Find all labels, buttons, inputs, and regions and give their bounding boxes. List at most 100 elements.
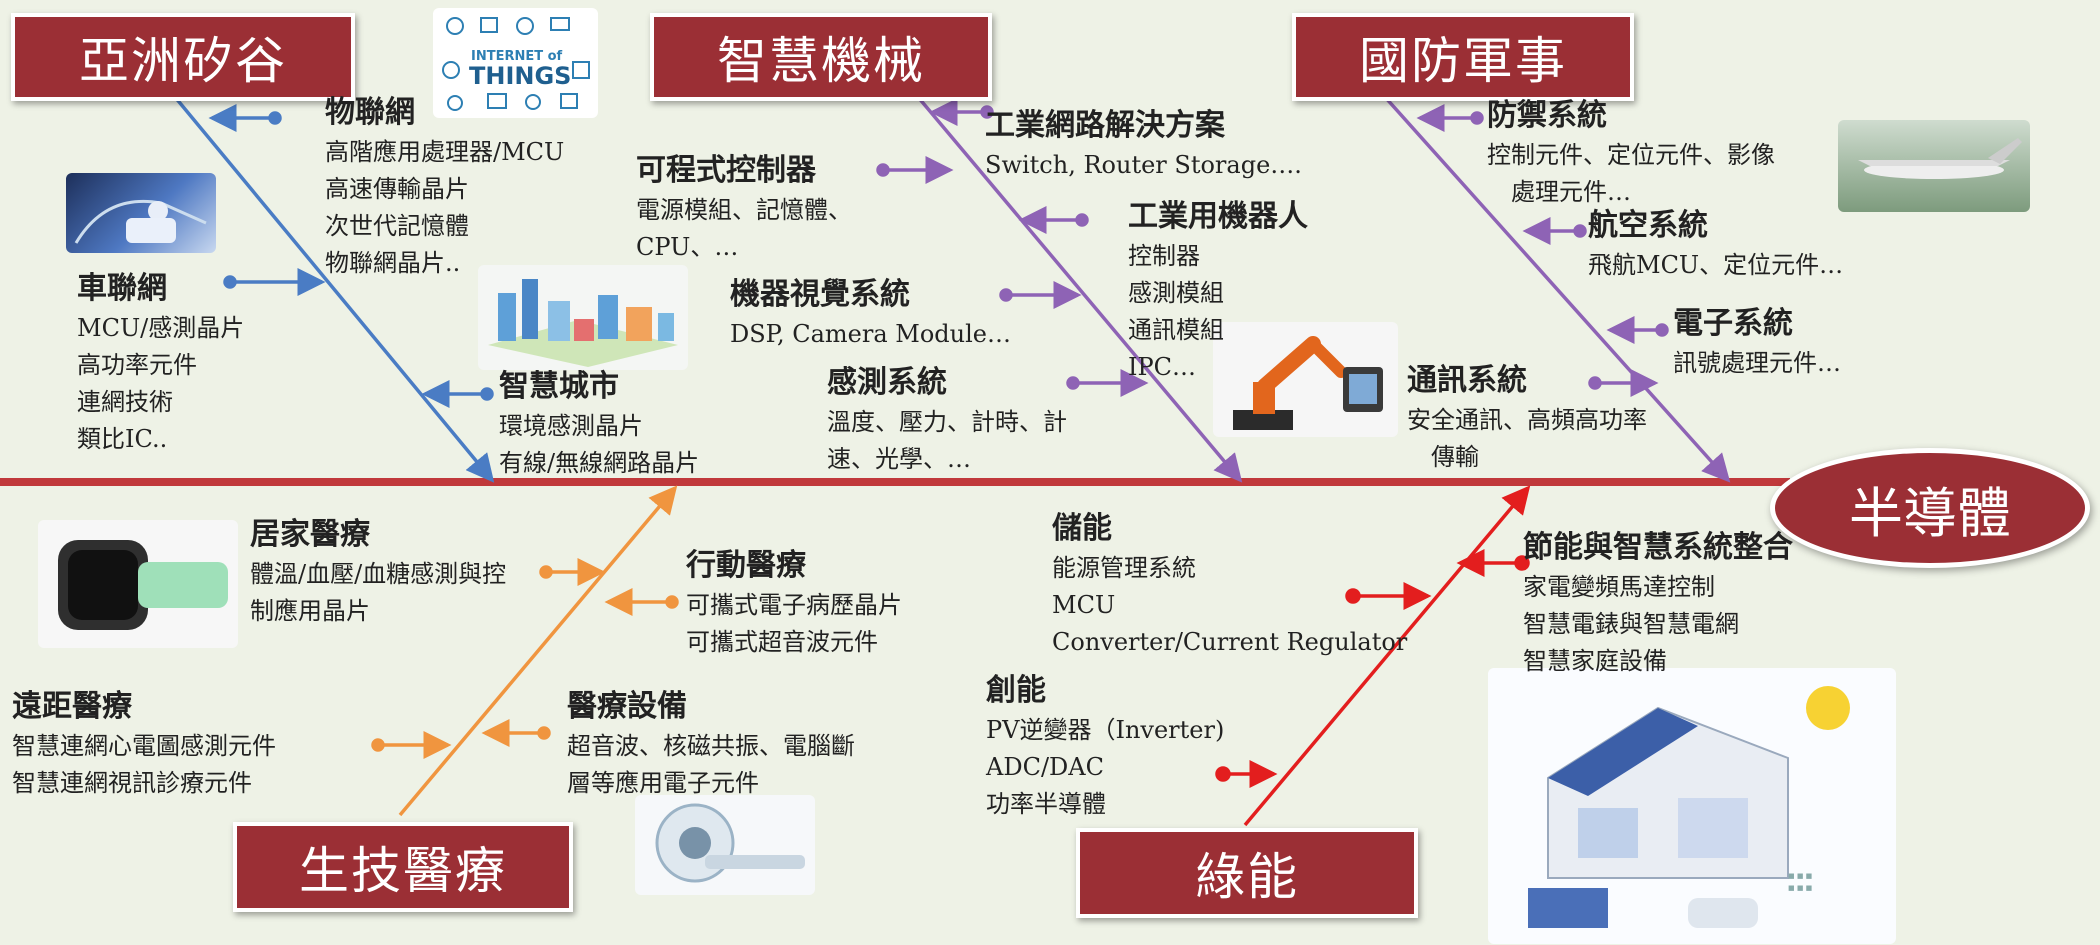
head-semiconductor: 半導體 [1770, 448, 2090, 568]
group-aviation: 航空系統 飛航MCU、定位元件… [1588, 205, 1843, 284]
line-sensing-2: 速、光學、… [827, 445, 971, 473]
title-iov: 車聯網 [77, 271, 167, 306]
group-defense-system: 防禦系統 控制元件、定位元件、影像 處理元件… [1487, 95, 1775, 211]
group-generation: 創能 PV逆變器（Inverter) ADC/DAC 功率半導體 [986, 670, 1224, 823]
category-biomedical: 生技醫療 [233, 822, 573, 912]
line-robot-4: IPC… [1128, 353, 1196, 381]
car-interior-image [66, 173, 216, 253]
mri-scanner-image [635, 795, 815, 895]
group-industrial-network: 工業網路解決方案 Switch, Router Storage…. [985, 105, 1302, 184]
line-iot-4: 物聯網晶片.. [325, 249, 461, 277]
title-smart-city: 智慧城市 [499, 369, 619, 404]
group-home-care: 居家醫療 體溫/血壓/血糖感測與控 制應用晶片 [250, 514, 506, 630]
line-saving-2: 智慧電錶與智慧電網 [1523, 610, 1739, 638]
title-defense-system: 防禦系統 [1487, 98, 1607, 133]
line-iov-1: MCU/感測晶片 [77, 314, 245, 342]
line-telemedicine-1: 智慧連網心電圖感測元件 [12, 732, 276, 760]
line-generation-1: PV逆變器（Inverter) [986, 716, 1225, 744]
title-home-care: 居家醫療 [250, 517, 370, 552]
line-smart-city-2: 有線/無線網路晶片 [499, 449, 700, 477]
title-generation: 創能 [986, 673, 1046, 708]
line-comms-1: 安全通訊、高頻高功率 [1407, 406, 1647, 434]
drone-image [1838, 120, 2030, 212]
iot-logo-image: INTERNET of THINGS [433, 8, 598, 118]
group-saving: 節能與智慧系統整合 家電變頻馬達控制 智慧電錶與智慧電網 智慧家庭設備 [1523, 527, 1793, 680]
title-medical-equipment: 醫療設備 [567, 689, 687, 724]
line-home-care-1: 體溫/血壓/血糖感測與控 [250, 560, 507, 588]
bone-green [1243, 485, 1531, 827]
line-iov-4: 類比IC.. [77, 425, 168, 453]
line-aviation-1: 飛航MCU、定位元件… [1588, 251, 1844, 279]
line-medical-equipment-2: 層等應用電子元件 [567, 769, 759, 797]
category-green-energy: 綠能 [1076, 828, 1418, 918]
line-robot-1: 控制器 [1128, 242, 1200, 270]
title-industrial-robot: 工業用機器人 [1128, 199, 1308, 234]
line-storage-2: MCU [1052, 591, 1116, 619]
line-mobile-care-2: 可攜式超音波元件 [686, 628, 878, 656]
group-iot: 物聯網 高階應用處理器/MCU 高速傳輸晶片 次世代記憶體 物聯網晶片.. [325, 92, 564, 282]
group-machine-vision: 機器視覺系統 DSP, Camera Module… [730, 274, 1011, 353]
group-iov: 車聯網 MCU/感測晶片 高功率元件 連網技術 類比IC.. [77, 268, 244, 458]
title-comms: 通訊系統 [1407, 363, 1527, 398]
title-electronic: 電子系統 [1673, 306, 1793, 341]
category-smart-machinery: 智慧機械 [650, 13, 992, 101]
line-plc-1: 電源模組、記憶體、 [636, 196, 852, 224]
line-saving-3: 智慧家庭設備 [1523, 647, 1667, 675]
line-generation-3: 功率半導體 [986, 790, 1106, 818]
group-comms: 通訊系統 安全通訊、高頻高功率 傳輸 [1407, 360, 1647, 476]
line-medical-equipment-1: 超音波、核磁共振、電腦斷 [567, 732, 855, 760]
line-smart-city-1: 環境感測晶片 [499, 412, 643, 440]
title-aviation: 航空系統 [1588, 208, 1708, 243]
smart-house-image: ■ ■ ■ ■ ■ ■ [1488, 668, 1896, 944]
title-sensing: 感測系統 [827, 365, 947, 400]
title-machine-vision: 機器視覺系統 [730, 277, 910, 312]
line-generation-2: ADC/DAC [986, 753, 1104, 781]
line-iot-2: 高速傳輸晶片 [325, 175, 469, 203]
category-asia-silicon-valley: 亞洲矽谷 [11, 13, 355, 101]
line-electronic-1: 訊號處理元件… [1673, 349, 1841, 377]
line-iot-3: 次世代記憶體 [325, 212, 469, 240]
line-comms-2: 傳輸 [1407, 443, 1479, 471]
group-mobile-care: 行動醫療 可攜式電子病歷晶片 可攜式超音波元件 [686, 545, 902, 661]
title-industrial-network: 工業網路解決方案 [985, 108, 1225, 143]
bone-defense [1383, 95, 1731, 483]
line-storage-1: 能源管理系統 [1052, 554, 1196, 582]
line-machine-vision-1: DSP, Camera Module… [730, 320, 1011, 348]
title-storage: 儲能 [1052, 511, 1112, 546]
line-saving-1: 家電變頻馬達控制 [1523, 573, 1715, 601]
line-robot-2: 感測模組 [1128, 279, 1224, 307]
title-telemedicine: 遠距醫療 [12, 689, 132, 724]
line-telemedicine-2: 智慧連網視訊診療元件 [12, 769, 252, 797]
title-plc: 可程式控制器 [636, 153, 816, 188]
group-plc: 可程式控制器 電源模組、記憶體、 CPU、… [636, 150, 852, 266]
line-defense-system-2: 處理元件… [1487, 178, 1631, 206]
line-sensing-1: 溫度、壓力、計時、計 [827, 408, 1067, 436]
line-storage-3: Converter/Current Regulator [1052, 628, 1408, 656]
line-home-care-2: 制應用晶片 [250, 597, 370, 625]
robot-arm-image [1213, 322, 1398, 437]
line-defense-system-1: 控制元件、定位元件、影像 [1487, 141, 1775, 169]
svg-text:INTERNET of: INTERNET of [471, 49, 563, 64]
group-medical-equipment: 醫療設備 超音波、核磁共振、電腦斷 層等應用電子元件 [567, 686, 855, 802]
bone-biomed [398, 485, 678, 817]
line-mobile-care-1: 可攜式電子病歷晶片 [686, 591, 902, 619]
group-smart-city: 智慧城市 環境感測晶片 有線/無線網路晶片 [499, 366, 699, 482]
line-iot-1: 高階應用處理器/MCU [325, 138, 565, 166]
svg-text:■ ■ ■: ■ ■ ■ [1788, 872, 1812, 880]
smart-city-image [478, 265, 688, 370]
group-electronic: 電子系統 訊號處理元件… [1673, 303, 1841, 382]
group-industrial-robot: 工業用機器人 控制器 感測模組 通訊模組 IPC… [1128, 196, 1308, 386]
svg-text:THINGS: THINGS [469, 62, 571, 90]
title-mobile-care: 行動醫療 [686, 548, 806, 583]
line-plc-2: CPU、… [636, 233, 739, 261]
line-industrial-network-1: Switch, Router Storage…. [985, 151, 1302, 179]
group-sensing: 感測系統 溫度、壓力、計時、計 速、光學、… [827, 362, 1067, 478]
category-defense: 國防軍事 [1292, 13, 1634, 101]
group-telemedicine: 遠距醫療 智慧連網心電圖感測元件 智慧連網視訊診療元件 [12, 686, 276, 802]
bone-asia [173, 95, 495, 483]
line-robot-3: 通訊模組 [1128, 316, 1224, 344]
title-iot: 物聯網 [325, 95, 415, 130]
line-iov-3: 連網技術 [77, 388, 173, 416]
svg-text:■ ■ ■: ■ ■ ■ [1788, 884, 1812, 892]
